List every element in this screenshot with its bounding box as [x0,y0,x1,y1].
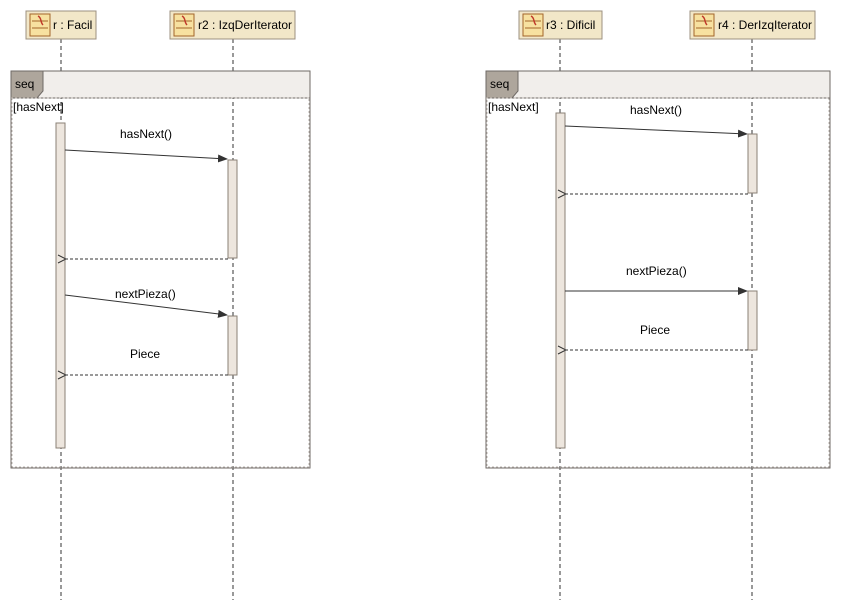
activation-r4-1[interactable] [747,133,758,194]
lifeline-r2[interactable]: r2 : IzqDerIterator [169,10,296,600]
class-icon [522,13,544,37]
class-icon [693,13,715,37]
message-label: Piece [130,347,160,361]
frame-tab [485,70,519,99]
frame-inner-border [486,71,830,468]
message-arrow [564,125,748,138]
combined-fragment-right[interactable]: seq [hasNext] [485,70,831,469]
message-label: nextPieza() [626,264,687,278]
lifeline-r3-label: r3 : Dificil [546,18,595,32]
message-piece-left[interactable]: Piece [66,347,228,375]
combined-fragment-left[interactable]: seq [hasNext] [10,70,311,469]
frame-operator: seq [490,77,509,91]
message-piece-right[interactable]: Piece [566,323,748,350]
frame-operator: seq [15,77,34,91]
message-hasnext-left[interactable]: hasNext() [64,127,228,163]
message-label: nextPieza() [115,287,176,301]
class-icon [29,13,51,37]
frame-tab [10,70,44,99]
activation-r[interactable] [55,122,66,449]
message-arrow [64,294,228,318]
message-label: Piece [640,323,670,337]
message-label: hasNext() [630,103,682,117]
frame-guard: [hasNext] [488,100,539,114]
frame-guard: [hasNext] [13,100,64,114]
frame-header-bar [485,70,831,99]
message-nextpieza-right[interactable]: nextPieza() [565,264,748,295]
activation-r2-1[interactable] [227,159,238,259]
activation-r2-2[interactable] [227,315,238,376]
lifeline-r-label: r : Facil [53,18,92,32]
class-icon [173,13,195,37]
message-label: hasNext() [120,127,172,141]
lifeline-r4-label: r4 : DerIzqIterator [718,18,812,32]
message-arrow [64,149,228,163]
activation-r3[interactable] [555,112,566,449]
message-nextpieza-left[interactable]: nextPieza() [64,287,228,318]
activation-r4-2[interactable] [747,290,758,351]
frame-header-bar [10,70,311,99]
message-hasnext-right[interactable]: hasNext() [564,103,748,138]
lifeline-r[interactable]: r : Facil [25,10,97,600]
lifeline-r2-label: r2 : IzqDerIterator [198,18,292,32]
